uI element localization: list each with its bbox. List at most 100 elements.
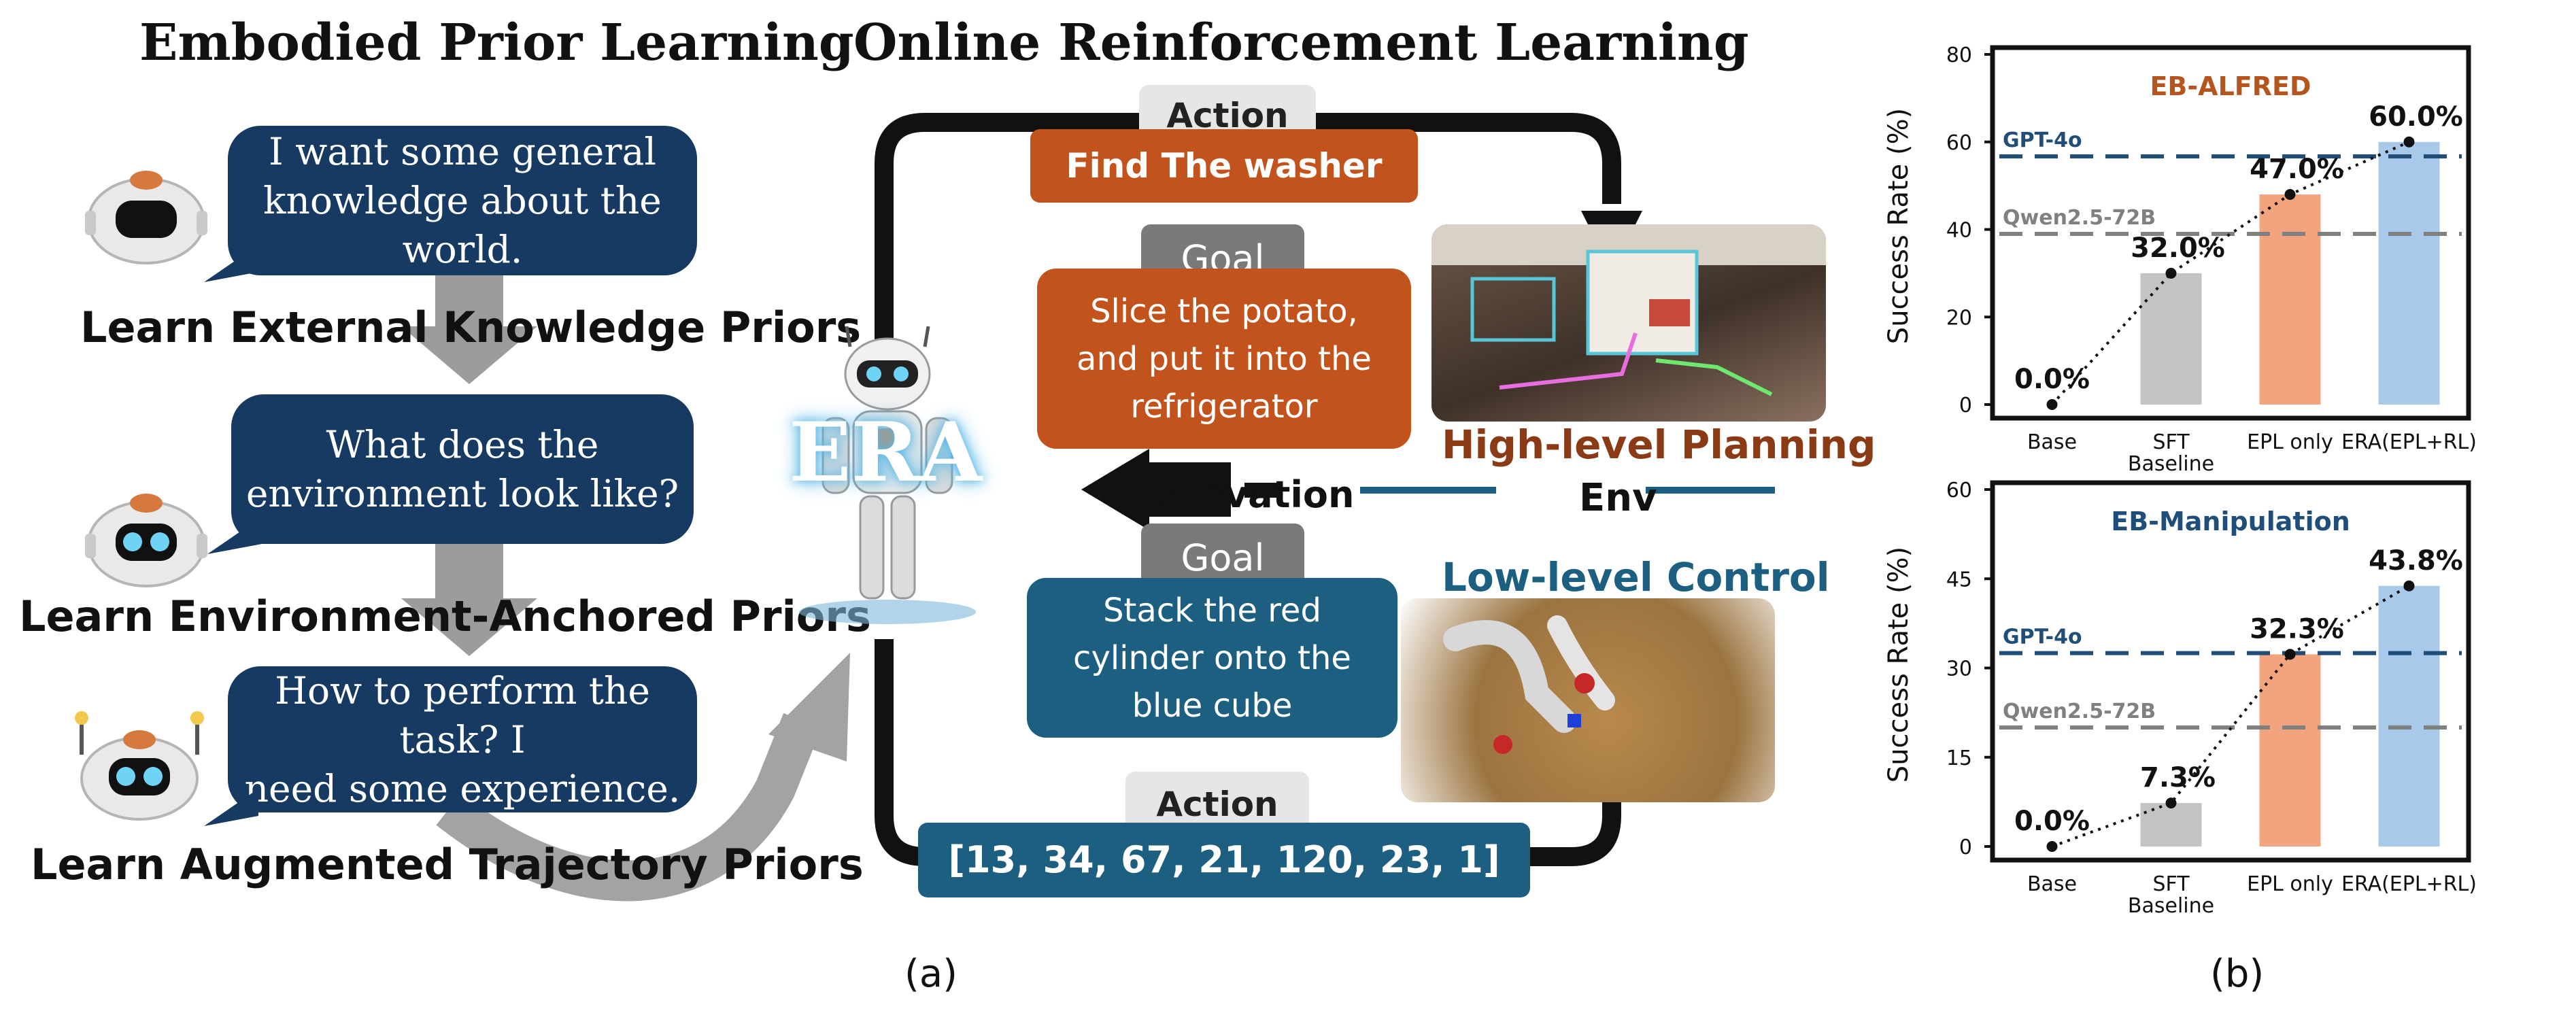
bubble-2-line-1: What does the (326, 423, 599, 466)
chart-1-data-label: 7.3% (2140, 762, 2216, 793)
chart-0-data-label: 47.0% (2250, 154, 2344, 185)
chart-1-point (2284, 649, 2296, 660)
bubble-3-line-1: How to perform the task? I (275, 668, 650, 761)
chart-0-refline-label: GPT-4o (2003, 128, 2082, 152)
chart-0-ytick-label: 80 (1946, 44, 1972, 67)
observation-label: Observation (1102, 473, 1355, 516)
era-label: ERA (789, 405, 983, 500)
chart-1-refline-label: Qwen2.5-72B (2003, 700, 2156, 723)
chart-0-data-label: 32.0% (2131, 233, 2225, 264)
chart-1-bar (2140, 803, 2202, 846)
chart-1-xtick-label: ERA(EPL+RL) (2341, 872, 2477, 896)
chart-1-ylabel: Success Rate (%) (1883, 547, 1914, 783)
bubble-2-line-2: environment look like? (245, 472, 679, 515)
chart-0-bar (2259, 194, 2321, 405)
chart-1-point (2165, 798, 2177, 809)
chart-0-xtick-label: EPL only (2247, 430, 2333, 454)
down-arrow-1 (401, 272, 537, 384)
chart-0-ytick-label: 60 (1946, 131, 1972, 155)
high-level-label: High-level Planning (1442, 422, 1876, 468)
goal-2-box: Stack the red cylinder onto the blue cub… (1027, 578, 1397, 738)
flow-arrows (401, 272, 850, 902)
chart-0-trend (2051, 140, 2410, 406)
chart-0-refline-label: Qwen2.5-72B (2003, 206, 2156, 230)
chart-1-ytick-label: 0 (1959, 836, 1972, 859)
bubble-3-tail (204, 789, 258, 826)
speech-bubble-2: What does the environment look like? (231, 394, 694, 544)
prior-label-1: Learn External Knowledge Priors (80, 303, 862, 352)
goal-1-line-1: Slice the potato, (1090, 292, 1358, 330)
goal-1-box: Slice the potato, and put it into the re… (1037, 269, 1411, 449)
chart-0-data-label: 60.0% (2369, 101, 2463, 133)
action-top-box: Find The washer (1030, 129, 1418, 203)
robot-head-icon (82, 486, 211, 588)
chart-0-xtick-label: SFT (2152, 430, 2190, 454)
chart-1-xtick-label: EPL only (2247, 872, 2333, 896)
caption-a: (a) (904, 952, 958, 996)
observation-arrowhead (1081, 449, 1231, 530)
robot-head-icon (65, 707, 214, 823)
kitchen-scene-image (1431, 224, 1826, 422)
chart-1-title: EB-Manipulation (2111, 507, 2350, 536)
goal-2-line-3: blue cube (1132, 686, 1293, 725)
chart-0-point (2165, 267, 2177, 279)
chart-0-bar (2378, 141, 2440, 405)
speech-bubble-3: How to perform the task? I need some exp… (228, 666, 697, 812)
chart-0-point (2403, 136, 2415, 148)
prior-label-3: Learn Augmented Trajectory Priors (31, 840, 864, 889)
chart-1-xtick-label: SFT (2152, 872, 2190, 896)
chart-0-point (2046, 399, 2058, 410)
chart-0-bar (2140, 273, 2202, 405)
env-label: Env (1579, 476, 1657, 520)
embodied-prior-learning-title: Embodied Prior Learning (139, 14, 854, 72)
chart-1-ytick-label: 45 (1946, 568, 1972, 592)
chart-1-bar (2259, 654, 2321, 846)
chart-1-ytick-label: 60 (1946, 479, 1972, 502)
low-level-label: Low-level Control (1442, 554, 1830, 600)
chart-0-xtick-label: ERA(EPL+RL) (2341, 430, 2477, 454)
chart-1-trend (2051, 585, 2410, 848)
chart-1-frame (1990, 480, 2471, 863)
chart-1-bar (2378, 585, 2440, 846)
chart-0-ytick-label: 40 (1946, 219, 1972, 243)
chart-1-xtick-label: Baseline (2128, 894, 2214, 918)
chart-1-point (2403, 580, 2415, 592)
bubble-1-line-2: knowledge about the world. (263, 179, 662, 271)
caption-b: (b) (2210, 952, 2265, 996)
bubble-2-tail (207, 517, 262, 554)
action-top-text: Find The washer (1066, 146, 1383, 186)
chart-0-xtick-label: Base (2027, 430, 2077, 454)
chart-1-data-label: 32.3% (2250, 613, 2344, 645)
bubble-3-line-2: need some experience. (244, 766, 681, 810)
chart-0-frame (1990, 45, 2471, 421)
robot-figure-icon (782, 326, 993, 626)
down-arrow-2 (401, 544, 537, 656)
chart-1-ytick-label: 30 (1946, 657, 1972, 681)
online-rl-title: Online Reinforcement Learning (853, 14, 1749, 72)
bubble-1-tail (204, 245, 258, 282)
chart-1-point (2046, 841, 2058, 852)
goal-2-line-1: Stack the red (1103, 591, 1321, 630)
bubble-1-line-1: I want some general (268, 130, 656, 173)
chart-1-xtick-label: Base (2027, 872, 2077, 896)
goal-2-line-2: cylinder onto the (1073, 638, 1351, 677)
robot-head-icon (82, 163, 211, 265)
chart-0-ytick-label: 20 (1946, 306, 1972, 330)
chart-0-title: EB-ALFRED (2150, 71, 2311, 101)
action-bottom-box: [13, 34, 67, 21, 120, 23, 1] (918, 823, 1530, 897)
chart-0-ytick-label: 0 (1959, 394, 1972, 417)
action-bottom-text: [13, 34, 67, 21, 120, 23, 1] (948, 838, 1500, 881)
chart-0-xtick-label: Baseline (2128, 452, 2214, 476)
curved-arrow (436, 713, 821, 902)
chart-0-ylabel: Success Rate (%) (1883, 108, 1914, 344)
goal-1-line-2: and put it into the (1077, 339, 1372, 378)
speech-bubble-1: I want some general knowledge about the … (228, 126, 697, 275)
chart-1-refline-label: GPT-4o (2003, 626, 2082, 649)
chart-1-ytick-label: 15 (1946, 747, 1972, 770)
chart-1-data-label: 43.8% (2369, 545, 2463, 577)
goal-1-line-3: refrigerator (1130, 387, 1318, 426)
prior-label-2: Learn Environment-Anchored Priors (19, 592, 871, 641)
curved-arrow-head (768, 653, 850, 761)
chart-0-point (2284, 189, 2296, 200)
